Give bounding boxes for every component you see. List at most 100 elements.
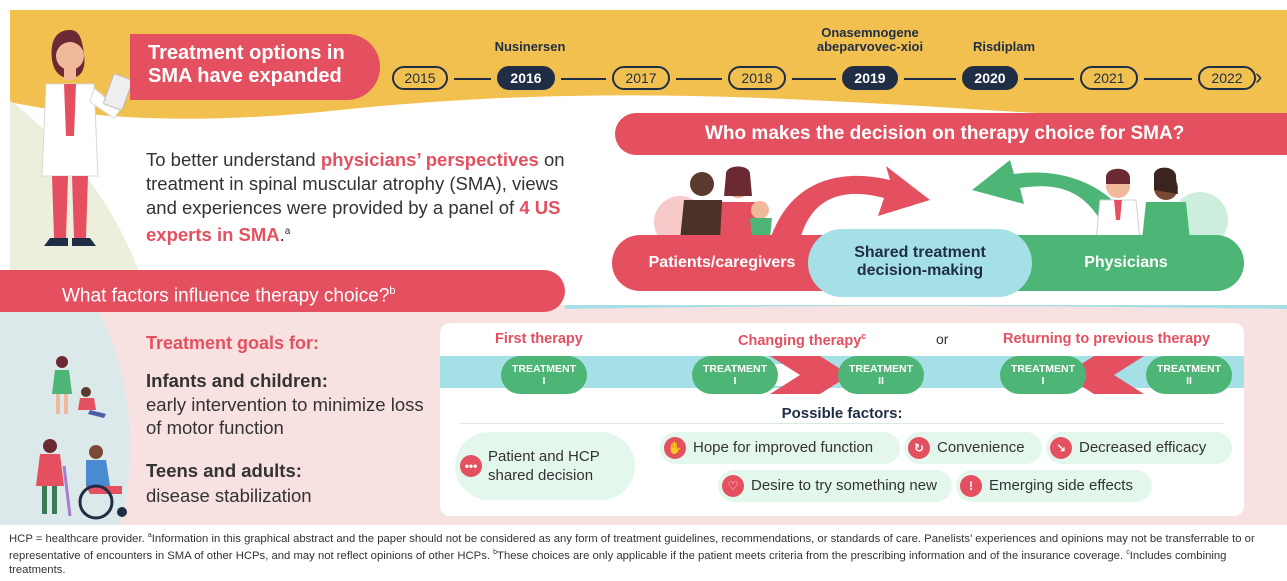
physicians-pill: Physicians [1008,235,1244,291]
footnote-text-3: These choices are only applicable if the… [497,549,1127,562]
shared-decision-line1: Shared treatment [854,244,986,261]
timeline-year-2016: 2016 [497,66,555,90]
drug-onasemnogene: Onasemnogene abeparvovec-xioi [800,26,940,54]
intro-footnote-a: a [284,226,291,237]
factor-convenience-text: Convenience [937,439,1025,456]
footnote: HCP = healthcare provider. aInformation … [9,529,1281,577]
treatment-numeral: I [542,375,546,387]
header-title: Treatment options in SMA have expanded [130,34,380,100]
timeline-connector [792,78,836,80]
header-title-line2: SMA have expanded [148,65,342,87]
treatment-numeral: I [1041,375,1045,387]
intro-text-2: on treatment in spinal muscular atrophy … [146,149,565,218]
drug-nusinersen: Nusinersen [494,39,566,54]
label-or: or [936,331,949,347]
children-illustration [52,356,106,418]
factors-title: What factors influence therapy choice? [62,285,390,307]
factor-shared-decision-text: Patient and HCP shared decision [488,447,600,485]
timeline-connector [454,78,491,80]
timeline-chevron-right-icon: › [1255,64,1263,89]
timeline-connector [676,78,722,80]
doctor-illustration [41,30,133,246]
factor-decreased-efficacy [1046,432,1232,464]
header-title-line1: Treatment options in [148,42,345,64]
footnote-sup-b: b [493,548,498,556]
treatment-word: TREATMENT [849,363,913,375]
possible-factors-title: Possible factors: [781,405,903,422]
footnote-sup-c: c [1126,548,1130,556]
warning-icon: ! [960,475,982,497]
label-changing-therapy: Changing therapyc [738,331,866,349]
treatment-word: TREATMENT [1157,363,1221,375]
factor-side-effects-text: Emerging side effects [989,477,1133,494]
decision-banner: Who makes the decision on therapy choice… [615,113,1287,155]
timeline-connector [561,78,606,80]
timeline-year-2020: 2020 [962,66,1018,90]
possible-factors-divider [460,423,1224,424]
goal-infants-text: early intervention to minimize loss of m… [146,394,424,438]
timeline-connector [904,78,956,80]
timeline-year-2021: 2021 [1080,66,1138,90]
timeline-year-2019: 2019 [842,66,898,90]
footnote-sup-a: a [147,532,152,539]
factor-shared-line1: Patient and HCP [488,448,600,465]
convenience-icon: ↻ [908,437,930,459]
drug-onasemnogene-line2: abeparvovec-xioi [816,39,924,54]
treatment-word: TREATMENT [703,363,767,375]
label-changing-text: Changing therapy [738,332,862,349]
treatment-word: TREATMENT [512,363,576,375]
footnote-text-2: Information in this graphical abstract a… [9,532,1255,562]
factors-footnote-b: b [389,285,396,297]
goal-teens-text: disease stabilization [146,485,312,506]
shared-decision-pill: Shared treatment decision-making [808,229,1032,297]
intro-text-1: To better understand [146,149,321,170]
goal-teens-heading: Teens and adults: [146,460,302,481]
timeline-year-2022: 2022 [1198,66,1256,90]
patients-caregivers-pill: Patients/caregivers [612,235,832,291]
teens-adults-illustration [36,439,127,520]
footnote-text-1: HCP = healthcare provider. [9,532,148,545]
therapy-arrows [770,356,1144,394]
thumbs-up-icon: ✋ [664,437,686,459]
label-changing-footnote-c: c [861,331,867,341]
factors-banner: What factors influence therapy choice?b [0,270,565,312]
label-first-therapy: First therapy [495,331,583,347]
timeline-year-2015: 2015 [392,66,448,90]
declining-chart-icon: ↘ [1050,437,1072,459]
factor-desire-new [718,470,952,502]
decision-illustration [654,160,1228,240]
goal-infants-heading: Infants and children: [146,370,328,391]
drug-onasemnogene-line1: Onasemnogene [821,25,919,40]
factor-shared-line2: shared decision [488,467,594,484]
chat-bubble-icon: ••• [460,455,482,477]
timeline-year-2017: 2017 [612,66,670,90]
timeline-connector [1144,78,1192,80]
factor-hope-text: Hope for improved function [693,439,874,456]
goals-title: Treatment goals for: [146,333,320,353]
factor-decreased-efficacy-text: Decreased efficacy [1079,439,1207,456]
factor-side-effects [956,470,1152,502]
factor-shared-decision [455,432,635,500]
heart-icon: ♡ [722,475,744,497]
shared-decision-line2: decision-making [856,262,984,279]
treatment-numeral: I [733,375,737,387]
timeline-connector [1024,78,1074,80]
intro-text-3: . [279,224,285,246]
factor-desire-new-text: Desire to try something new [751,477,937,494]
drug-risdiplam: Risdiplam [972,39,1036,54]
treatment-word: TREATMENT [1011,363,1075,375]
factor-hope [660,432,900,464]
footnote-text-4: Includes combining treatments. [9,549,1227,576]
label-returning-therapy: Returning to previous therapy [1003,331,1211,347]
intro-paragraph: To better understand physicians’ perspec… [146,148,586,247]
intro-highlight-physicians: physicians’ perspectives [320,149,539,170]
treatment-numeral: II [878,375,884,387]
intro-highlight-experts: 4 US experts in SMA [146,197,561,246]
treatment-numeral: II [1186,375,1192,387]
timeline-year-2018: 2018 [728,66,786,90]
